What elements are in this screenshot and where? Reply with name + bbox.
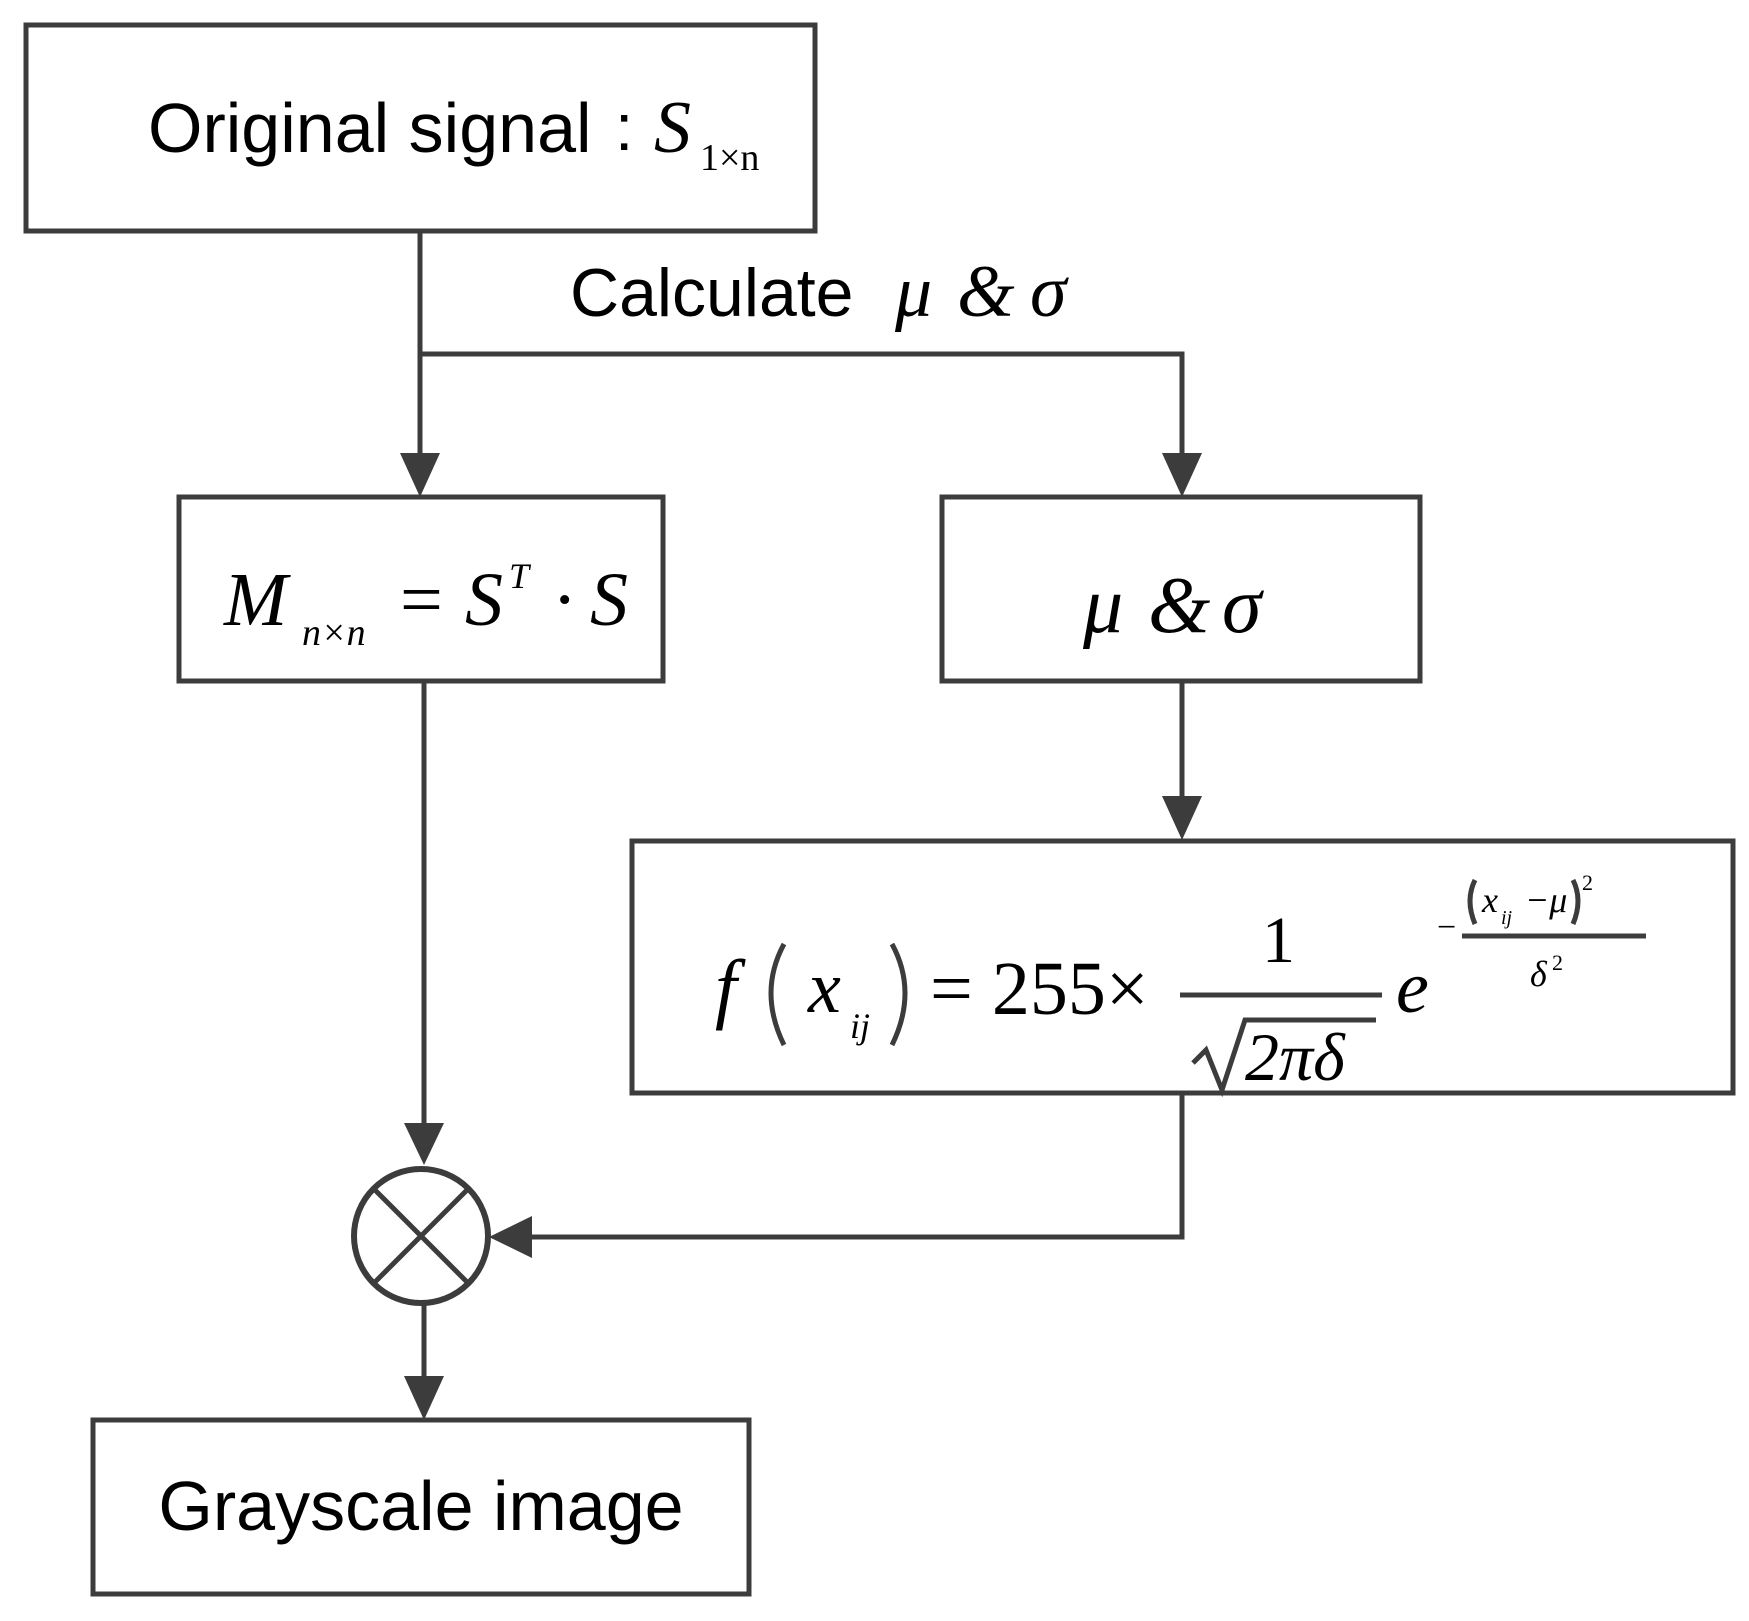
matrix-S2: S (590, 558, 628, 642)
gauss-paren-left (768, 942, 787, 1047)
connector-original-to-musigma (420, 351, 1185, 455)
arrow-to-output (404, 1376, 444, 1420)
gauss-exp-paren-left (1467, 878, 1478, 925)
calculate-label: Calculate μ & σ (570, 251, 1069, 333)
matrix-node: M n×n = S T · S (176, 494, 666, 684)
matrix-M: M (223, 558, 291, 642)
gaussian-node: f x ij = 255× 1 2πδ e − x ij −μ 2 δ 2 (629, 838, 1736, 1098)
gauss-ij: ij (850, 1006, 870, 1046)
multiplier-cross (372, 1187, 470, 1285)
musigma-amp: & (1148, 562, 1210, 650)
gauss-exp-ij: ij (1501, 907, 1513, 929)
arrow-to-musigma (1162, 453, 1202, 497)
gauss-exp-delta-square: 2 (1552, 950, 1563, 975)
matrix-transpose: T (509, 556, 532, 596)
connector-gauss-to-multiplier (528, 1093, 1185, 1240)
arrow-to-multiplier-side (489, 1216, 532, 1258)
gauss-denominator: 2πδ (1245, 1019, 1346, 1095)
gauss-numerator: 1 (1262, 904, 1295, 977)
multiplier-node (351, 1166, 491, 1306)
gauss-exp-square: 2 (1582, 870, 1593, 895)
grayscale-image-label: Grayscale image (158, 1467, 683, 1545)
original-signal-colon: : (615, 90, 633, 164)
arrow-to-multiplier-top (404, 1123, 444, 1165)
original-signal-symbol: S (654, 87, 691, 169)
gauss-paren-right (889, 942, 908, 1047)
gauss-exp-paren-right (1570, 878, 1581, 925)
original-signal-label: Original signal (148, 89, 592, 167)
arrow-to-matrix (400, 453, 440, 497)
calculate-text: Calculate (570, 255, 854, 331)
grayscale-image-node: Grayscale image (90, 1417, 752, 1597)
calculate-sigma: σ (1030, 251, 1069, 333)
gauss-exp-minus: − (1437, 909, 1456, 946)
calculate-amp: & (957, 251, 1015, 333)
gauss-exp-x: x (1481, 880, 1498, 920)
gauss-sqrt-sign (1191, 1017, 1376, 1098)
original-signal-node: Original signal : S 1×n (23, 22, 818, 234)
calculate-mu: μ (894, 251, 932, 333)
musigma-mu: μ (1082, 562, 1123, 650)
arrow-to-gauss (1162, 796, 1202, 840)
gauss-exp-mu: −μ (1525, 880, 1567, 920)
gauss-exp-delta: δ (1530, 954, 1548, 994)
original-signal-subscript: 1×n (700, 137, 759, 179)
musigma-node: μ & σ (939, 494, 1423, 684)
matrix-subscript: n×n (302, 612, 366, 654)
musigma-sigma: σ (1222, 562, 1264, 650)
gauss-e: e (1396, 947, 1429, 1029)
matrix-equals: = (400, 558, 443, 642)
matrix-dot: · (552, 558, 577, 642)
gauss-equals: = 255× (930, 947, 1149, 1031)
gauss-x: x (807, 947, 841, 1029)
matrix-S: S (465, 558, 503, 642)
